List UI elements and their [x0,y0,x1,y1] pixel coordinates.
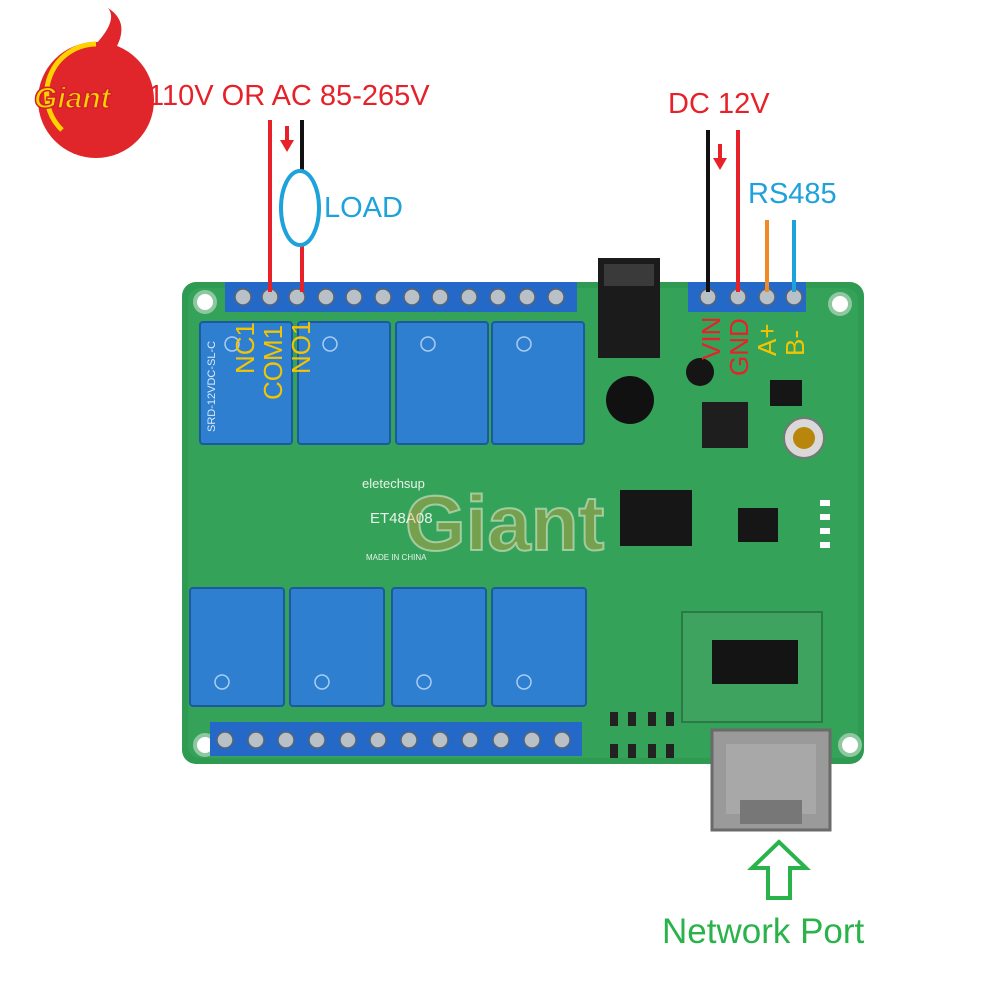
pin-label-gnd: GND [724,318,754,376]
giant-logo-text: Giant [33,81,111,116]
ac-wiring [268,120,321,292]
load-symbol [279,169,321,247]
silkscreen-brand: eletechsup [362,476,425,491]
giant-logo-mark [38,8,154,158]
regulator [702,402,748,448]
giant-watermark: Giant [404,478,605,568]
silkscreen-made-in: MADE IN CHINA [366,553,427,562]
rs485-wiring [765,220,796,292]
dc-wiring [706,130,740,292]
pin-label-com1: COM1 [258,324,288,400]
pin-label-nc1: NC1 [230,321,260,374]
bottom-terminal-block [210,722,582,756]
inductor [606,376,654,424]
network-port-label: Network Port [662,912,865,951]
load-label: LOAD [324,192,403,224]
relays-bottom-row [189,587,587,707]
mcu-chip [620,490,692,546]
network-arrow [747,839,811,900]
power-terminal-block [688,282,806,312]
top-terminal-block [225,282,577,312]
ac-supply-label: 110V OR AC 85-265V [148,80,430,112]
dc-supply-label: DC 12V [668,88,770,120]
silkscreen-model: ET48A08 [370,510,433,527]
pin-label-vin: VIN [696,316,726,360]
pin-label-no1: NO1 [286,320,316,374]
pin-label-a-plus: A+ [752,323,782,356]
relays-top-row [199,321,585,445]
relay-marking: SRD-12VDC-SL-C [206,340,218,432]
pin-label-b-minus: B- [780,330,810,356]
rs485-label: RS485 [748,178,837,210]
